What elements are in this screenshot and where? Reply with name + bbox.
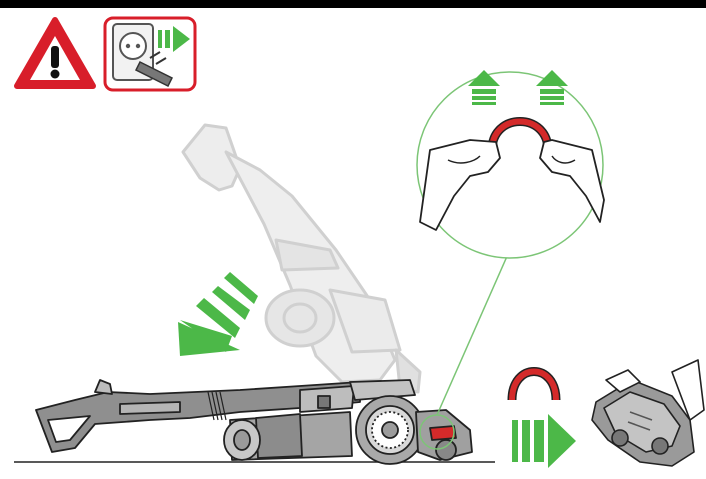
- removed-red-clip: [512, 372, 556, 401]
- clip-removal-callout: [417, 70, 604, 258]
- unplug-from-socket-icon: [105, 18, 195, 90]
- warning-triangle-icon: [17, 20, 93, 86]
- green-arrow-icon: [512, 414, 576, 468]
- cleaner-head-in-hands: [592, 360, 704, 466]
- tilt-direction-arrow: [178, 272, 258, 356]
- callout-leader-line: [437, 245, 512, 415]
- tilted-vacuum: [36, 380, 472, 464]
